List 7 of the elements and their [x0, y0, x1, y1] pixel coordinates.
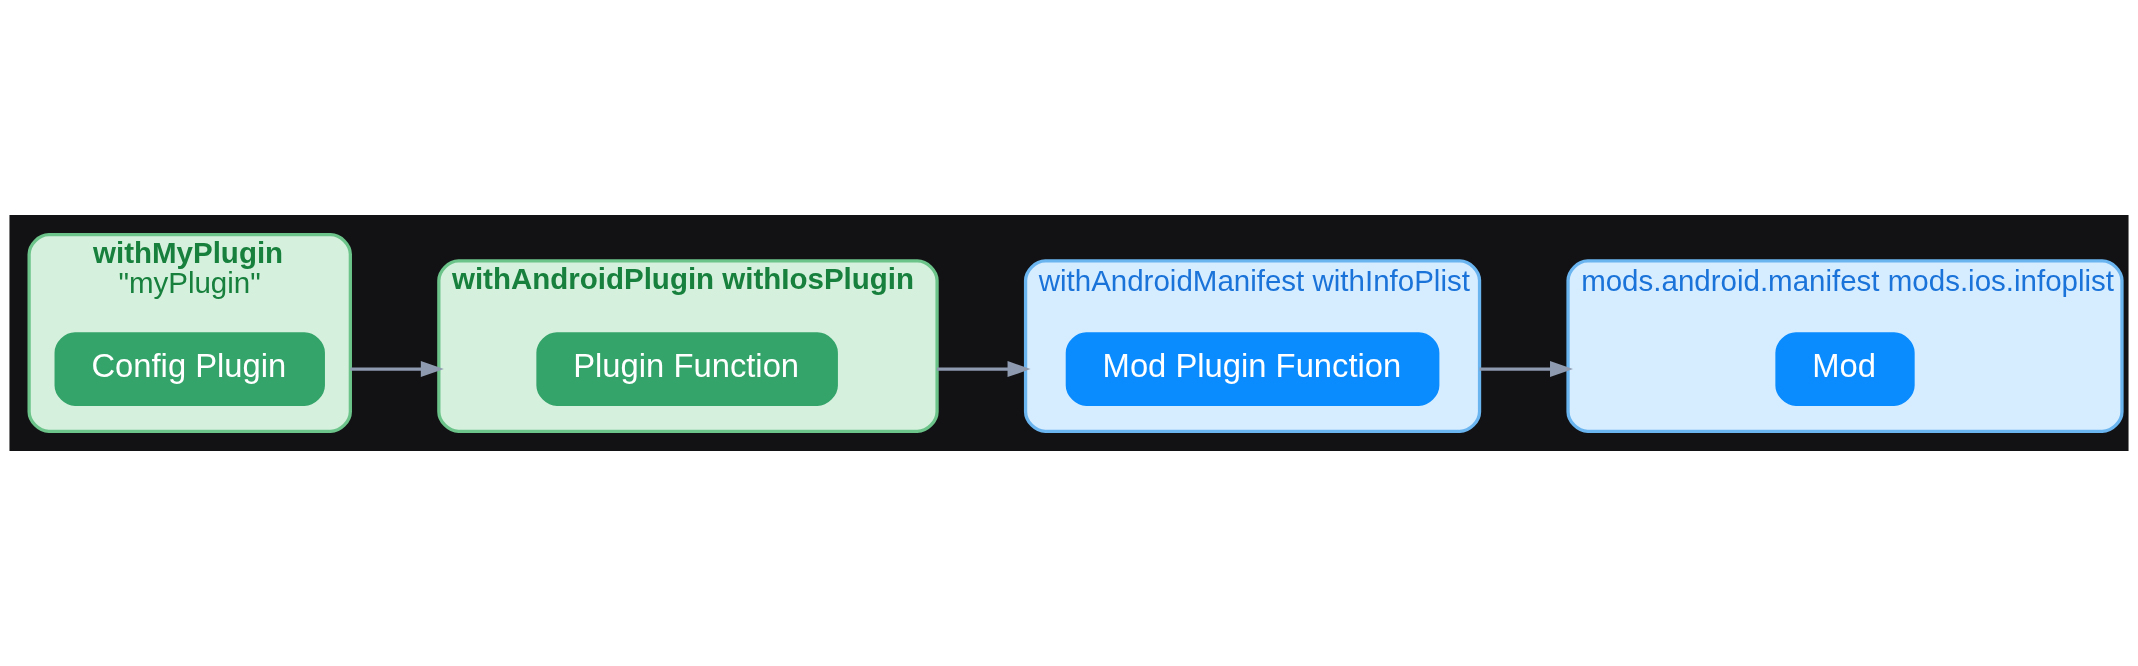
arrow	[1479, 361, 1573, 378]
node-box: Plugin Function	[536, 332, 838, 406]
arrow	[937, 361, 1031, 378]
node-box: Config Plugin	[54, 332, 325, 406]
node-box: Mod	[1775, 332, 1915, 406]
node-box: Mod Plugin Function	[1065, 332, 1440, 406]
arrow	[350, 361, 444, 378]
